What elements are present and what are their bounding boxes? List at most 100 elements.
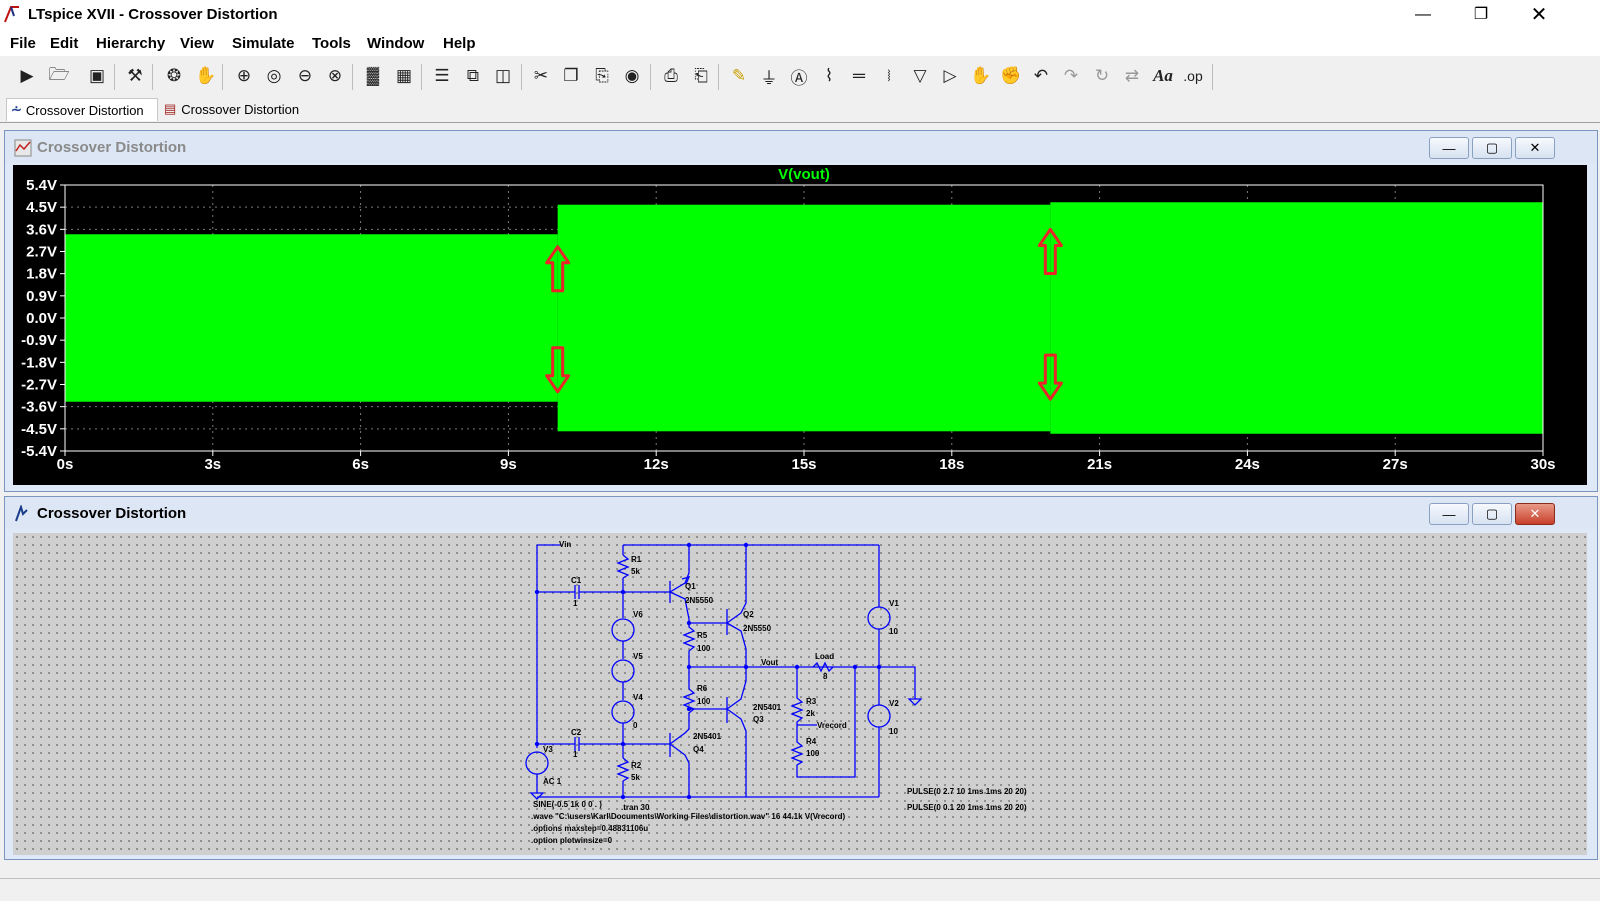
restore-button[interactable]: ❐ (1473, 6, 1489, 23)
schematic-drawing[interactable]: Vin R1 5k C1 1 Q1 2N5550 V6 Q2 2N5550 R5… (13, 533, 1587, 855)
schematic-minimize-button[interactable]: — (1429, 503, 1469, 525)
find-icon[interactable]: ◉ (624, 66, 640, 85)
label-v2: V2 (889, 699, 899, 708)
menu-file[interactable]: File (10, 35, 36, 52)
save-icon[interactable]: ▣ (88, 66, 106, 85)
y-tick-label: -3.6V (21, 399, 57, 416)
label-q4-model: 2N5401 (693, 732, 722, 741)
label-q1: Q1 (685, 582, 696, 591)
menu-window[interactable]: Window (367, 35, 425, 52)
component-icon[interactable]: ▷ (943, 66, 957, 85)
label-v3: V3 (543, 745, 553, 754)
y-tick-label: 3.6V (26, 221, 57, 238)
menu-tools[interactable]: Tools (312, 35, 351, 52)
copy-icon[interactable]: ❐ (563, 66, 579, 85)
label-q3: Q3 (753, 715, 764, 724)
label-r3: R3 (806, 697, 817, 706)
schematic-junctions (534, 542, 882, 800)
waveform-close-button[interactable]: ✕ (1515, 137, 1555, 159)
capacitor-icon[interactable]: ═ (852, 66, 866, 85)
label-v5: V5 (633, 652, 643, 661)
autorange-icon[interactable]: ▓ (366, 66, 380, 85)
zoom-out-icon[interactable]: ⊖ (297, 66, 313, 85)
label-r5: R5 (697, 631, 708, 640)
schematic-maximize-button[interactable]: ▢ (1472, 503, 1512, 525)
tab-schematic[interactable]: ⩪ Crossover Distortion (6, 98, 158, 121)
tab-schematic-label: Crossover Distortion (25, 102, 144, 118)
x-tick-label: 18s (939, 456, 964, 473)
y-tick-label: -0.9V (21, 332, 57, 349)
cut-icon[interactable]: ✂ (533, 66, 549, 85)
x-tick-label: 6s (352, 456, 369, 473)
wire-icon[interactable]: ✎ (731, 66, 747, 85)
spice-directive-icon[interactable]: .op (1183, 68, 1203, 84)
x-tick-label: 9s (500, 456, 517, 473)
tile-horizontal-icon[interactable]: ☰ (434, 66, 450, 85)
minimize-button[interactable]: — (1415, 6, 1431, 23)
plot-frame (64, 184, 1544, 452)
red-arrow-up-icon (1037, 228, 1063, 275)
directive-wave: .wave "C:\users\Karl\Documents\Working F… (531, 812, 846, 821)
label-r6-value: 100 (697, 697, 711, 706)
diode-icon[interactable]: ▽ (913, 66, 927, 85)
inductor-icon[interactable]: ⧘ (887, 66, 891, 85)
vout-trace-segment (557, 204, 1051, 432)
grid-icon[interactable]: ▦ (395, 66, 413, 85)
tab-waveform[interactable]: ▤ Crossover Distortion (162, 98, 312, 120)
control-panel-icon[interactable]: ⚒ (127, 66, 143, 85)
x-tick-label: 21s (1087, 456, 1112, 473)
print-icon[interactable]: ⎙ (664, 66, 678, 85)
x-tick-label: 24s (1235, 456, 1260, 473)
text-icon[interactable]: Aa (1153, 66, 1173, 85)
tile-vertical-icon[interactable]: ◫ (494, 66, 512, 85)
redo-icon[interactable]: ↷ (1063, 66, 1079, 85)
toolbar: ▶ 🗁 ▣ ⚒ ❂ ✋ ⊕ ◎ ⊖ ⊗ ▓ ▦ ☰ ⧉ ◫ ✂ ❐ ⎘ ◉ ⎙ … (0, 56, 1600, 97)
schematic-window-title: Crossover Distortion (37, 505, 187, 522)
label-vout: Vout (761, 658, 779, 667)
run-icon[interactable]: ❂ (166, 66, 182, 85)
label-c1: C1 (571, 576, 582, 585)
drag-icon[interactable]: ✊ (1000, 66, 1022, 85)
mirror-icon[interactable]: ⇄ (1124, 66, 1140, 85)
status-bar (0, 878, 1600, 901)
x-tick-label: 30s (1530, 456, 1555, 473)
rotate-icon[interactable]: ↻ (1094, 66, 1110, 85)
resistor-icon[interactable]: ⌇ (824, 66, 834, 85)
menu-edit[interactable]: Edit (50, 35, 79, 52)
menu-help[interactable]: Help (443, 35, 476, 52)
schematic-close-button[interactable]: ✕ (1515, 503, 1555, 525)
spice-directives: SINE(-0.5 1k 0 0 . ) .tran 30 .wave "C:\… (531, 787, 1027, 845)
y-tick-label: -5.4V (21, 443, 57, 460)
print-preview-icon[interactable]: ⎗ (694, 66, 708, 85)
schematic-canvas[interactable]: Vin R1 5k C1 1 Q1 2N5550 V6 Q2 2N5550 R5… (13, 533, 1587, 855)
cascade-icon[interactable]: ⧉ (466, 66, 480, 85)
label-net-icon[interactable]: Ⓐ (790, 68, 808, 88)
waveform-maximize-button[interactable]: ▢ (1472, 137, 1512, 159)
halt-icon[interactable]: ✋ (195, 66, 217, 85)
close-button[interactable]: ✕ (1530, 4, 1548, 26)
new-schematic-icon[interactable]: ▶ (20, 66, 34, 85)
label-r3-value: 2k (806, 709, 815, 718)
open-icon[interactable]: 🗁 (48, 64, 70, 84)
label-r5-value: 100 (697, 644, 711, 653)
label-v6: V6 (633, 610, 643, 619)
zoom-in-icon[interactable]: ⊕ (236, 66, 252, 85)
zoom-fit-icon[interactable]: ⊗ (327, 66, 343, 85)
menu-view[interactable]: View (180, 35, 214, 52)
waveform-minimize-button[interactable]: — (1429, 137, 1469, 159)
zoom-area-icon[interactable]: ◎ (266, 66, 282, 85)
window-title: LTspice XVII - Crossover Distortion (28, 6, 278, 23)
y-tick-label: 1.8V (26, 266, 57, 283)
menu-hierarchy[interactable]: Hierarchy (96, 35, 166, 52)
label-v4-value: 0 (633, 721, 638, 730)
menu-simulate[interactable]: Simulate (232, 35, 295, 52)
label-q2-model: 2N5550 (743, 624, 772, 633)
schematic-window: Crossover Distortion — ▢ ✕ (4, 496, 1598, 860)
paste-icon[interactable]: ⎘ (595, 66, 609, 85)
schematic-icon (15, 505, 28, 522)
move-icon[interactable]: ✋ (970, 66, 992, 85)
undo-icon[interactable]: ↶ (1033, 66, 1049, 85)
ground-icon[interactable]: ⏚ (760, 68, 778, 88)
